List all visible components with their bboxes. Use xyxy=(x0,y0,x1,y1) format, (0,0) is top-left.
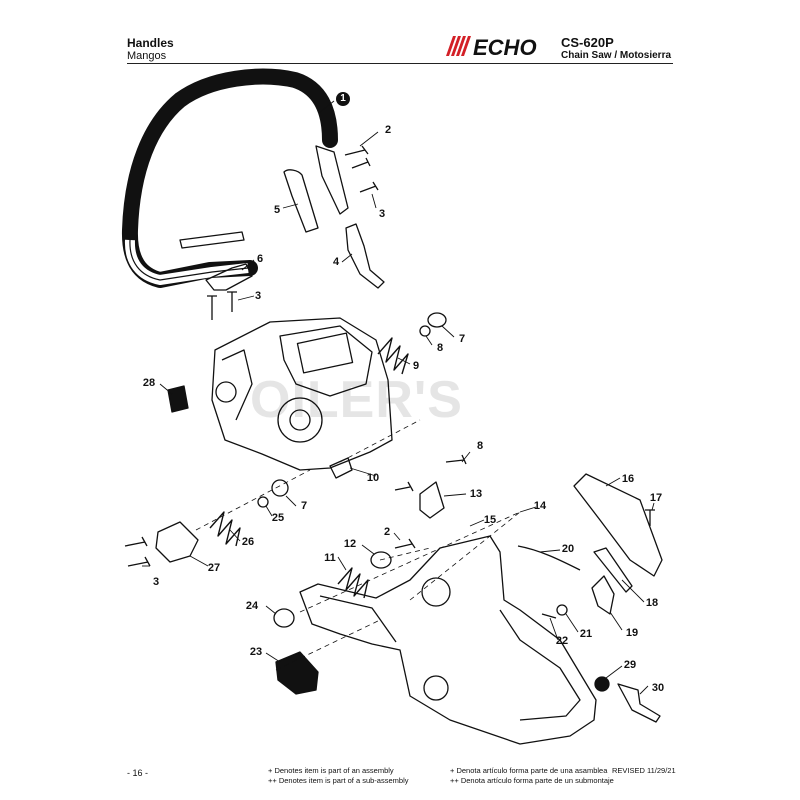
assembly-centerlines xyxy=(195,419,521,671)
bracket-13 xyxy=(419,481,445,519)
callout-19: 19 xyxy=(625,627,639,639)
damper-12 xyxy=(370,551,392,569)
callout-15: 15 xyxy=(483,514,497,526)
page-title: Handles xyxy=(127,36,174,50)
throttle-lockout-16 xyxy=(573,473,663,577)
callout-23: 23 xyxy=(249,646,263,658)
callout-11: 11 xyxy=(324,552,336,564)
bushing-10 xyxy=(329,457,353,479)
callout-1: 1 xyxy=(336,92,350,106)
damper-7b xyxy=(271,479,289,497)
callout-2b: 2 xyxy=(383,526,391,538)
throttle-trigger-18 xyxy=(593,547,633,593)
throttle-lever-19 xyxy=(591,575,615,615)
plate-27 xyxy=(155,521,199,563)
callout-18: 18 xyxy=(645,597,659,609)
springs xyxy=(209,337,409,599)
front-handle-bar xyxy=(121,68,349,288)
note-assembly-es: + Denota artículo forma parte de una asa… xyxy=(450,766,608,775)
damper-29 xyxy=(594,676,610,692)
callout-24: 24 xyxy=(245,600,259,612)
brand-text: ECHO xyxy=(473,35,537,58)
callout-6: 6 xyxy=(256,253,264,265)
spring-21 xyxy=(556,604,568,616)
mount-23 xyxy=(275,651,319,695)
callout-30: 30 xyxy=(651,682,665,694)
callout-25: 25 xyxy=(271,512,285,524)
note-assembly-en: + Denotes item is part of an assembly xyxy=(268,766,394,775)
handle-grip xyxy=(283,169,319,233)
callout-29: 29 xyxy=(623,659,637,671)
damper-7a xyxy=(427,312,447,328)
callout-22: 22 xyxy=(555,635,569,647)
callout-16: 16 xyxy=(621,473,635,485)
rear-handle-housing xyxy=(299,535,597,745)
wire-20 xyxy=(517,545,581,571)
nut-8a xyxy=(419,325,431,337)
leader-lines xyxy=(142,100,655,695)
callout-3d: 3 xyxy=(152,576,160,588)
callout-12: 12 xyxy=(343,538,357,550)
model-number: CS-620P xyxy=(561,35,614,50)
callout-26: 26 xyxy=(241,536,255,548)
callout-7: 7 xyxy=(458,333,466,345)
nut-25 xyxy=(257,496,269,508)
callout-2: 2 xyxy=(384,124,392,136)
handle-mount-bracket xyxy=(205,263,253,291)
note-subassembly-es: ++ Denota artículo forma parte de un sub… xyxy=(450,776,614,785)
handle-bracket xyxy=(345,223,385,289)
callout-3: 3 xyxy=(378,208,386,220)
callout-14: 14 xyxy=(533,500,547,512)
page-number: - 16 - xyxy=(127,768,149,778)
callout-10: 10 xyxy=(366,472,380,484)
engine-crankcase xyxy=(211,317,393,471)
callout-28: 28 xyxy=(142,377,156,389)
callout-8b: 8 xyxy=(476,440,484,452)
screws xyxy=(124,145,655,567)
pin-22 xyxy=(541,613,557,619)
callout-21: 21 xyxy=(579,628,593,640)
callout-4: 4 xyxy=(332,256,340,268)
callout-27: 27 xyxy=(207,562,221,574)
header-rule xyxy=(127,63,673,64)
bushing-24 xyxy=(273,608,295,628)
watermark: OILER'S xyxy=(250,371,463,429)
callout-13: 13 xyxy=(469,488,483,500)
page-subtitle: Mangos xyxy=(127,50,167,62)
note-subassembly-en: ++ Denotes item is part of a sub-assembl… xyxy=(268,776,409,785)
choke-lever-30 xyxy=(617,683,661,723)
callout-5: 5 xyxy=(273,204,281,216)
model-description: Chain Saw / Motosierra xyxy=(561,50,672,61)
echo-logo: ECHO xyxy=(446,35,537,58)
revision-date: REVISED 11/29/21 xyxy=(612,766,676,775)
callout-7b: 7 xyxy=(300,500,308,512)
callout-20: 20 xyxy=(561,543,575,555)
callout-8: 8 xyxy=(436,342,444,354)
callout-17: 17 xyxy=(649,492,663,504)
callout-9: 9 xyxy=(412,360,420,372)
callout-3b: 3 xyxy=(254,290,262,302)
label-28 xyxy=(167,385,189,413)
